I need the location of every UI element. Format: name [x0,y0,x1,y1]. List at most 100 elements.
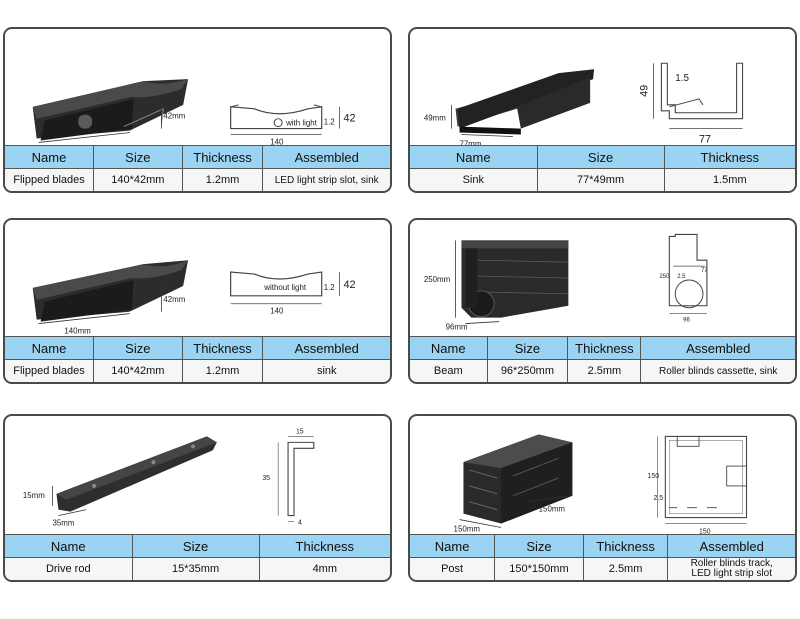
drawing-note-label: with light [285,119,318,128]
drawing-width-label: 77 [699,133,711,145]
cell-name: Sink [410,168,538,191]
photo-width-label: 35mm [53,518,75,527]
cell-size: 140*42mm [93,359,183,382]
col-header-assembled: Assembled [667,534,795,558]
photo-width-label: 77mm [459,139,481,148]
photo-height-label: 15mm [23,491,45,500]
cell-size: 96*250mm [487,359,569,382]
photo-width-label: 150mm [454,524,481,533]
product-illustration: 49mm 77mm 49 1.5 77 [410,29,795,149]
drawing-width-label: 140 [270,137,284,146]
drawing-thickness-label: 1.2 [324,283,335,292]
col-header-size: Size [487,336,569,360]
post-figure: 150mm 150mm 150 2.5 150 [454,434,748,535]
drawing-height-label: 49 [639,85,651,97]
col-header-name: Name [5,145,95,169]
table-row: Beam 96*250mm 2.5mm Roller blinds casset… [410,359,795,382]
cell-assembled: Roller blinds track, LED light strip slo… [667,557,795,580]
cell-assembled: LED light strip slot, sink [262,168,390,191]
flipped-blade-plain-figure: 140mm 42mm without light 140 42 1.2 [32,260,356,335]
flipped-blade-led-figure: 140mm 42mm with light 140 42 1.2 [32,79,356,149]
product-card-post: 150mm 150mm 150 2.5 150 Name Size Thickn… [408,414,797,582]
drawing-width-label: 96 [683,318,690,324]
col-header-name: Name [410,534,496,558]
product-card-beam: 250mm 96mm 250 2.5 77 96 Name Size Thick… [408,218,797,384]
drawing-width-label: 150 [699,528,711,535]
spec-table: Name Size Thickness Assembled Flipped bl… [5,336,390,382]
col-header-thickness: Thickness [182,336,264,360]
cell-thickness: 4mm [259,557,390,580]
drawing-thickness-label: 2.5 [653,495,663,502]
col-header-thickness: Thickness [567,336,642,360]
col-header-thickness: Thickness [259,534,390,558]
col-header-size: Size [93,145,183,169]
product-illustration: 250mm 96mm 250 2.5 77 96 [410,220,795,340]
drawing-thickness-label: 4 [298,520,302,527]
cell-thickness: 1.2mm [182,359,264,382]
drawing-thickness-label: 1.5 [675,73,689,84]
cell-assembled: sink [262,359,390,382]
drawing-width-label: 140 [270,307,284,316]
col-header-thickness: Thickness [583,534,669,558]
product-card-drive-rod: 15mm 35mm 15 35 4 Name Size Thickness Dr… [3,414,392,582]
drive-rod-figure: 15mm 35mm 15 35 4 [23,428,315,527]
col-header-assembled: Assembled [640,336,795,360]
col-header-size: Size [537,145,665,169]
photo-height-label: 42mm [163,112,185,121]
sink-figure: 49mm 77mm 49 1.5 77 [424,62,744,148]
beam-figure: 250mm 96mm 250 2.5 77 96 [424,233,708,331]
photo-height-label: 42mm [163,295,185,304]
cell-size: 140*42mm [93,168,183,191]
drawing-thickness-label: 2.5 [677,274,686,280]
drawing-height-label: 42 [343,279,355,291]
photo-height-label: 49mm [424,114,446,123]
cell-name: Post [410,557,496,580]
assembled-line-1: Roller blinds track, [690,558,773,569]
col-header-assembled: Assembled [262,336,390,360]
col-header-name: Name [410,336,488,360]
spec-table: Name Size Thickness Assembled Post 150*1… [410,534,795,580]
table-row: Sink 77*49mm 1.5mm [410,168,795,191]
cell-thickness: 2.5mm [583,557,669,580]
photo-height-label: 150mm [539,505,566,514]
col-header-name: Name [410,145,538,169]
cell-size: 150*150mm [494,557,584,580]
cell-thickness: 1.2mm [182,168,264,191]
cell-name: Drive rod [5,557,133,580]
cell-name: Beam [410,359,488,382]
col-header-assembled: Assembled [262,145,390,169]
drawing-note-label: without light [263,283,307,292]
drawing-width-label: 15 [296,428,304,435]
table-row: Flipped blades 140*42mm 1.2mm LED light … [5,168,390,191]
product-card-flipped-blades-led: 140mm 42mm with light 140 42 1.2 Name Si… [3,27,392,193]
product-illustration: 15mm 35mm 15 35 4 [5,416,390,538]
spec-table: Name Size Thickness Assembled Beam 96*25… [410,336,795,382]
product-illustration: 140mm 42mm without light 140 42 1.2 [5,220,390,340]
col-header-thickness: Thickness [664,145,795,169]
col-header-name: Name [5,534,133,558]
table-row: Drive rod 15*35mm 4mm [5,557,390,580]
cell-name: Flipped blades [5,359,95,382]
col-header-size: Size [494,534,584,558]
product-card-sink: 49mm 77mm 49 1.5 77 Name Size Thickness … [408,27,797,193]
product-illustration: 150mm 150mm 150 2.5 150 [410,416,795,538]
photo-height-label: 250mm [424,275,451,284]
spec-table: Name Size Thickness Sink 77*49mm 1.5mm [410,145,795,191]
cell-assembled: Roller blinds cassette, sink [640,359,795,382]
table-row: Flipped blades 140*42mm 1.2mm sink [5,359,390,382]
photo-width-label: 140mm [64,326,91,335]
cell-thickness: 1.5mm [664,168,795,191]
cell-name: Flipped blades [5,168,95,191]
photo-width-label: 96mm [446,322,468,331]
drawing-top-label: 77 [701,268,708,274]
product-card-flipped-blades-plain: 140mm 42mm without light 140 42 1.2 Name… [3,218,392,384]
drawing-height-label: 250 [659,274,670,280]
col-header-thickness: Thickness [182,145,264,169]
table-row: Post 150*150mm 2.5mm Roller blinds track… [410,557,795,580]
spec-table: Name Size Thickness Assembled Flipped bl… [5,145,390,191]
cell-thickness: 2.5mm [567,359,642,382]
cell-size: 15*35mm [132,557,260,580]
col-header-size: Size [93,336,183,360]
drawing-height-label: 35 [262,475,270,482]
col-header-name: Name [5,336,95,360]
